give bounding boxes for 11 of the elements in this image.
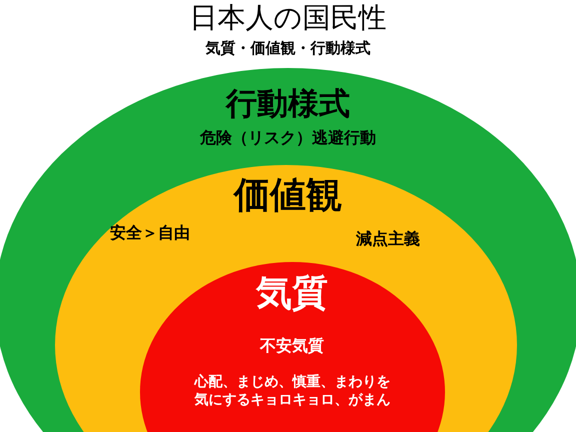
note: 減点主義	[356, 228, 421, 250]
heading: 価値観	[232, 174, 343, 218]
description: 心配、まじめ、慎重、まわりを気にするキョロキョロ、がまん	[193, 373, 392, 409]
description: 危険（リスク）逃避行動	[198, 127, 377, 149]
ellipse-region	[0, 68, 576, 432]
title: 日本人の国民性	[188, 2, 388, 34]
heading: 行動様式	[224, 85, 351, 124]
heading: 気質	[254, 272, 329, 316]
subtitle: 気質・価値観・行動様式	[204, 38, 372, 58]
description: 不安気質	[258, 335, 325, 357]
note: 安全＞自由	[110, 222, 191, 244]
